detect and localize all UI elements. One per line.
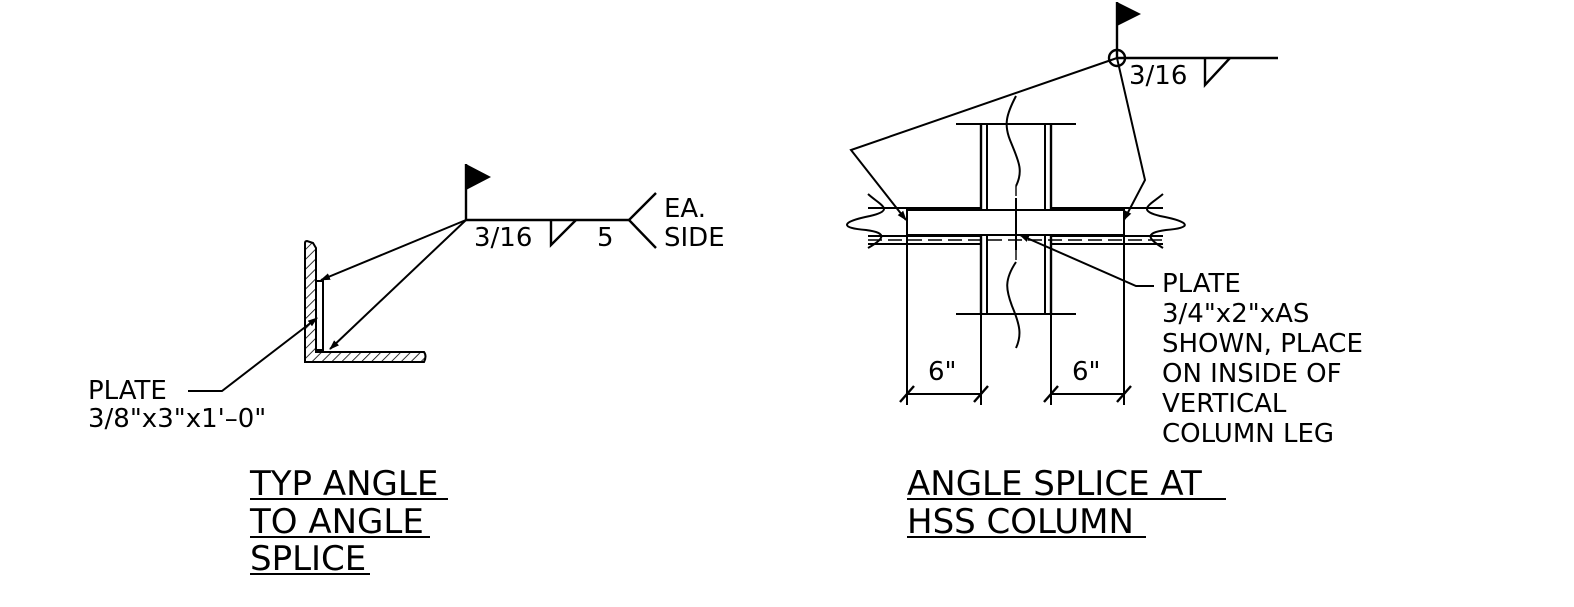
break-line [846, 193, 885, 249]
svg-text:COLUMN LEG: COLUMN LEG [1162, 419, 1334, 449]
weld-arrow [1116, 57, 1147, 221]
tail-note-ea: EA. [664, 194, 706, 224]
break-line [1005, 95, 1021, 187]
fillet-weld-symbol [549, 219, 577, 248]
plate-leader [188, 317, 318, 392]
detail-title-line: ANGLE SPLICE AT [907, 464, 1202, 504]
tail-note-side: SIDE [664, 223, 725, 253]
detail-right: 6" 6" 3/16 PLATE 3/4"x2"xAS SHOWN, PLACE… [846, 2, 1363, 542]
dimension-right: 6" [1043, 236, 1132, 405]
detail-title-line: TO ANGLE [249, 502, 424, 542]
svg-text:3/4"x2"xAS: 3/4"x2"xAS [1162, 299, 1309, 329]
weld-tail [627, 192, 657, 249]
weld-size-label: 3/16 [1129, 61, 1187, 91]
dimension-label: 6" [1072, 357, 1101, 387]
plate-label: PLATE [88, 376, 167, 406]
weld-arrow [320, 219, 467, 281]
splice-plate [315, 280, 324, 351]
weld-arrow [849, 57, 1118, 221]
svg-text:SHOWN, PLACE: SHOWN, PLACE [1162, 329, 1363, 359]
field-weld-flag-icon [1115, 2, 1141, 58]
plate-leader [1019, 234, 1154, 287]
svg-text:PLATE: PLATE [1162, 269, 1241, 299]
angle-section [304, 239, 427, 363]
break-line [1006, 261, 1021, 349]
svg-text:ON INSIDE OF: ON INSIDE OF [1162, 359, 1342, 389]
dimension-left: 6" [899, 236, 989, 405]
weld-size-label: 3/16 [474, 223, 532, 253]
weld-length-label: 5 [597, 223, 614, 253]
dimension-label: 6" [928, 357, 957, 387]
detail-left: 3/16 5 EA. SIDE PLATE 3/8"x3"x1'–0" TYP … [88, 164, 725, 579]
detail-title-line: HSS COLUMN [907, 502, 1134, 542]
detail-title-line: TYP ANGLE [249, 464, 438, 504]
svg-text:VERTICAL: VERTICAL [1162, 389, 1287, 419]
plate-size-label: 3/8"x3"x1'–0" [88, 404, 266, 434]
fillet-weld-symbol [1203, 57, 1231, 89]
break-line [1145, 193, 1186, 249]
plate-note: PLATE 3/4"x2"xAS SHOWN, PLACE ON INSIDE … [1162, 269, 1363, 449]
field-weld-flag-icon [464, 164, 491, 220]
weld-arrow [329, 219, 467, 350]
detail-title-line: SPLICE [250, 539, 366, 579]
